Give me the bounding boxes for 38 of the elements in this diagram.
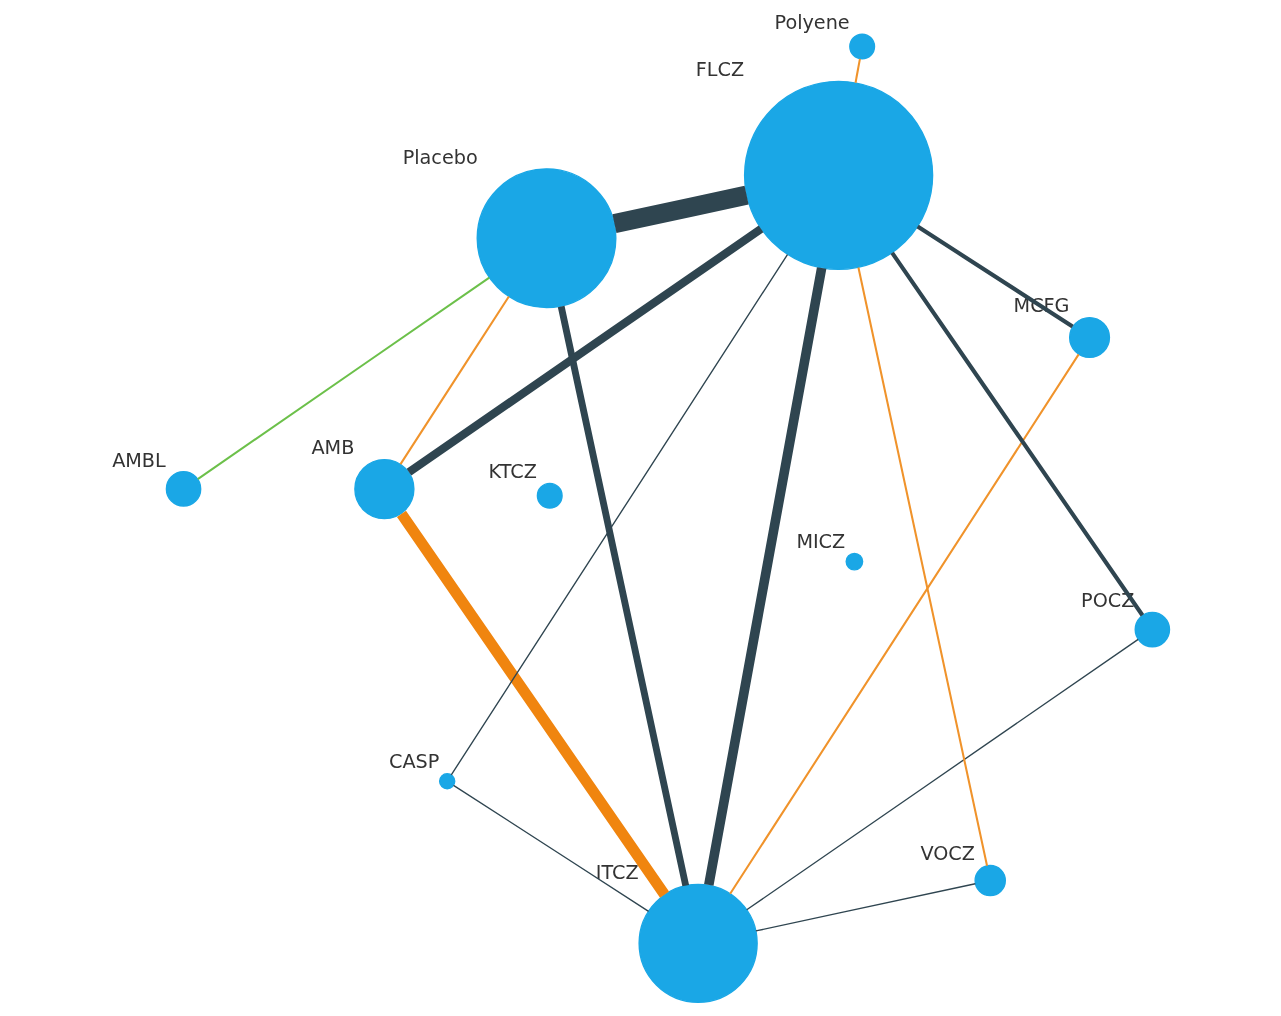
node-circle bbox=[638, 883, 758, 1004]
node-label: FLCZ bbox=[695, 58, 745, 82]
node-circle bbox=[974, 864, 1006, 897]
node-label: ITCZ bbox=[595, 861, 639, 885]
node-circle bbox=[165, 471, 202, 507]
connector bbox=[755, 883, 976, 932]
node-label: AMBL bbox=[112, 448, 166, 472]
connector bbox=[890, 251, 1145, 617]
connector bbox=[399, 295, 510, 465]
connector bbox=[406, 225, 764, 476]
node-circle bbox=[536, 482, 563, 509]
connector bbox=[557, 305, 690, 887]
node-circle bbox=[354, 458, 415, 520]
node-label: VOCZ bbox=[920, 842, 975, 866]
connector bbox=[729, 353, 1080, 895]
node-circle bbox=[845, 552, 864, 571]
node-label: CASP bbox=[389, 750, 440, 774]
node-circle bbox=[743, 80, 934, 271]
node-circle bbox=[1068, 316, 1111, 359]
connector bbox=[396, 510, 670, 898]
node-label: MICZ bbox=[796, 530, 846, 554]
node-label: Placebo bbox=[402, 145, 478, 169]
node-label: Polyene bbox=[774, 11, 850, 35]
connector bbox=[916, 224, 1074, 329]
node-circle bbox=[849, 33, 876, 60]
connector bbox=[746, 638, 1139, 911]
connector bbox=[612, 185, 749, 233]
connector bbox=[857, 267, 989, 866]
connector bbox=[450, 253, 789, 776]
connector bbox=[197, 276, 490, 480]
connector bbox=[854, 58, 861, 83]
node-label: KTCZ bbox=[488, 460, 537, 484]
node-label: AMB bbox=[311, 436, 355, 460]
connector bbox=[704, 267, 827, 886]
node-circle bbox=[438, 772, 456, 790]
connector bbox=[452, 784, 650, 912]
node-circle bbox=[1134, 611, 1171, 648]
node-circle bbox=[476, 168, 617, 309]
